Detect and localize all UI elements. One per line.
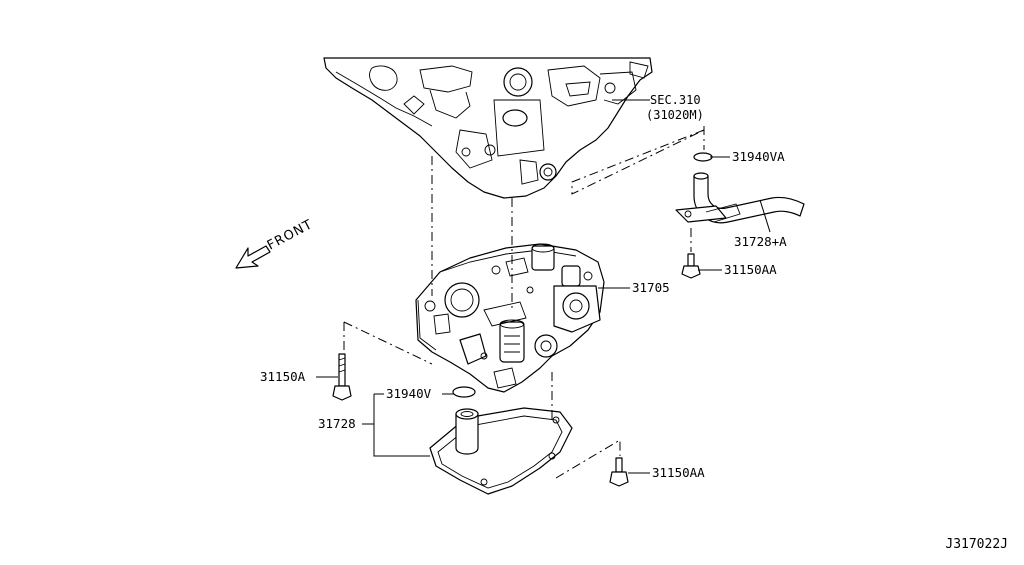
bolt-left bbox=[332, 353, 352, 401]
label-o-ring-upper: 31940VA bbox=[732, 149, 785, 164]
diagram-number: J317022J bbox=[945, 537, 1008, 552]
leader-lines bbox=[316, 99, 771, 474]
bolt-upper bbox=[681, 253, 701, 279]
bolt-lower bbox=[609, 457, 629, 487]
label-o-ring-lower: 31940V bbox=[386, 386, 432, 401]
label-oil-strainer: 31728 bbox=[318, 416, 356, 431]
front-label: FRONT bbox=[265, 217, 316, 253]
oil-strainer bbox=[429, 407, 573, 495]
label-bolt-lower: 31150AA bbox=[652, 465, 705, 480]
label-bolt-left: 31150A bbox=[260, 369, 306, 384]
o-ring-upper bbox=[693, 152, 713, 162]
tube-assembly bbox=[675, 172, 805, 224]
alignment-lines bbox=[343, 126, 705, 479]
transmission-case bbox=[323, 57, 653, 199]
label-control-valve: 31705 bbox=[632, 280, 670, 295]
callout-labels: SEC.310 (31020M) 31940VA 31728+A 31150AA… bbox=[260, 93, 787, 480]
label-bolt-upper: 31150AA bbox=[724, 262, 777, 277]
label-sec-ref-sub: (31020M) bbox=[646, 108, 704, 122]
label-sec-ref: SEC.310 bbox=[650, 93, 701, 107]
o-ring-lower bbox=[452, 386, 476, 398]
front-direction-indicator: FRONT bbox=[235, 217, 316, 269]
label-tube-assembly: 31728+A bbox=[734, 234, 787, 249]
front-arrow-icon bbox=[235, 245, 271, 269]
control-valve-assembly bbox=[415, 243, 605, 393]
